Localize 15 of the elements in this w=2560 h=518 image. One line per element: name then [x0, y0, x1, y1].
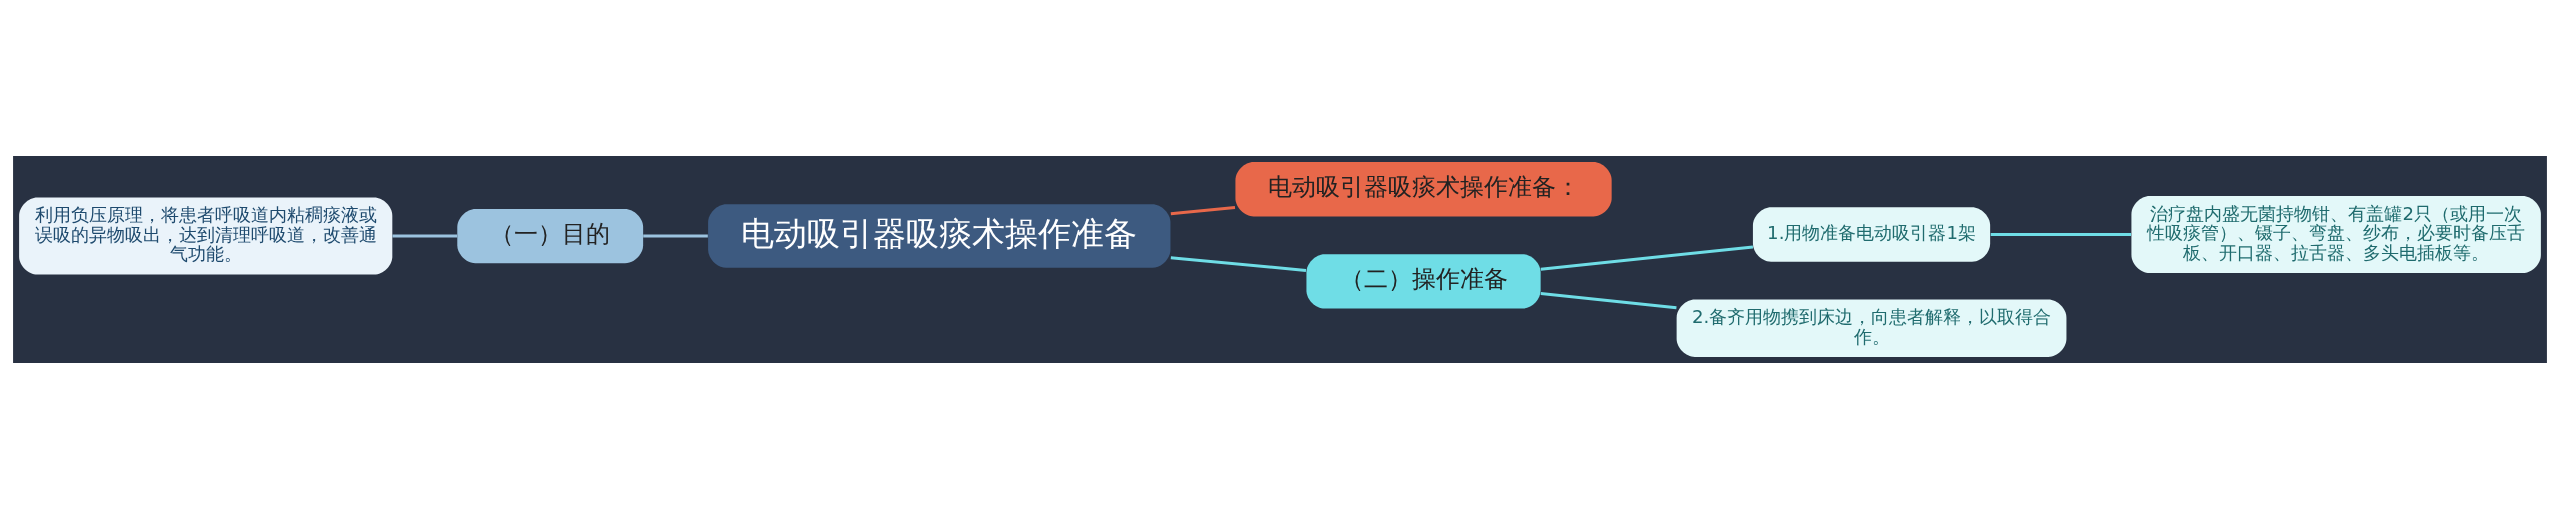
- node-box: 电动吸引器吸痰术操作准备: [708, 203, 1171, 268]
- connector: [392, 234, 458, 238]
- connector: [1540, 244, 1754, 271]
- connector: [1170, 205, 1236, 215]
- connector: [1540, 291, 1677, 309]
- connector: [1170, 255, 1307, 272]
- node-box: 治疗盘内盛无菌持物钳、有盖罐2只（或用一次性吸痰管）、镊子、弯盘、纱布，必要时备压舌板、开口器、拉舌器、多头电插板等。: [2131, 195, 2541, 273]
- node-box: （一）目的: [457, 208, 644, 263]
- node-box: （二）操作准备: [1306, 253, 1541, 309]
- node-box: 2.备齐用物携到床边，向患者解释，以取得合作。: [1676, 299, 2067, 357]
- node-box: 1.用物准备电动吸引器1架: [1752, 206, 1991, 262]
- node-box: 利用负压原理，将患者呼吸道内粘稠痰液或误吸的异物吸出，达到清理呼吸道，改善通气功能。: [19, 197, 393, 275]
- node-box: 电动吸引器吸痰术操作准备：: [1235, 161, 1612, 216]
- connector: [643, 234, 708, 238]
- connector: [1990, 232, 2132, 236]
